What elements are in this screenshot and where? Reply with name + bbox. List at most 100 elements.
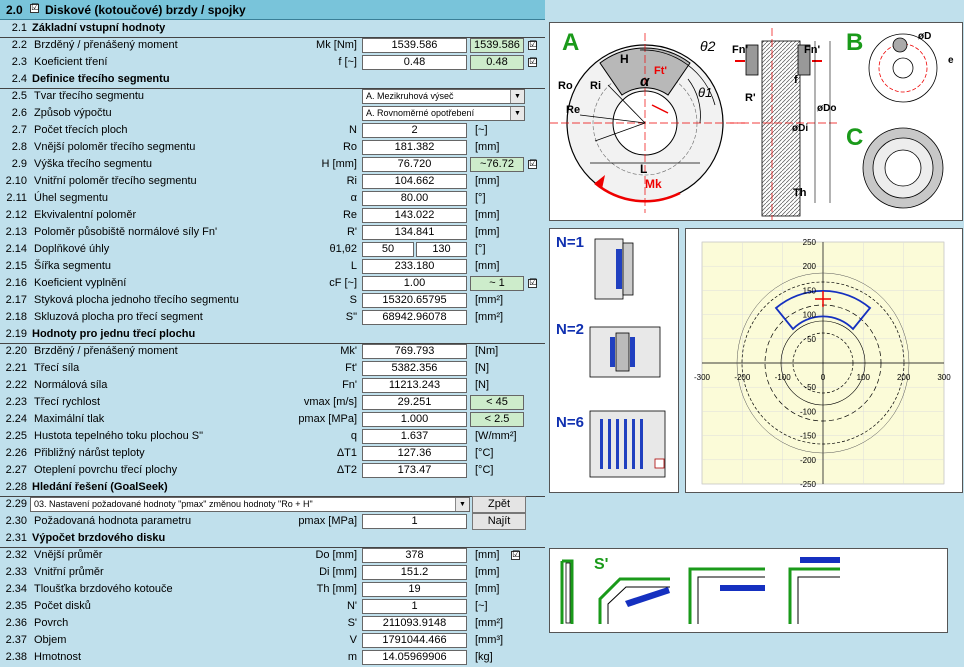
param-value-field[interactable]: 2 <box>362 123 467 138</box>
param-unit: [~] <box>475 600 488 612</box>
row-number: 2.19 <box>5 328 27 340</box>
param-value-field[interactable]: 181.382 <box>362 140 467 155</box>
param-limit-field[interactable]: < 45 <box>470 395 524 410</box>
param-symbol: Ri <box>346 175 357 187</box>
param-dropdown[interactable]: A. Rovnoměrné opotřebení▼ <box>362 106 525 121</box>
param-symbol: vmax [m/s] <box>303 396 357 408</box>
param-symbol: Th [mm] <box>316 583 357 595</box>
label-n2: N=2 <box>556 321 584 338</box>
param-value-field[interactable]: 104.662 <box>362 174 467 189</box>
label-Th: Th <box>793 187 807 199</box>
param-symbol: N' <box>346 600 357 612</box>
param-value-field[interactable]: 1 <box>362 514 467 529</box>
label-B: B <box>846 29 863 56</box>
param-value-field[interactable]: 173.47 <box>362 463 467 478</box>
label-H: H <box>620 52 629 66</box>
param-symbol: q <box>350 430 357 442</box>
param-value-field[interactable]: 769.793 <box>362 344 467 359</box>
row-number: 2.11 <box>6 192 27 204</box>
y-tick-label: -200 <box>800 456 817 465</box>
param-value-field[interactable]: 1791044.466 <box>362 633 467 648</box>
param-limit-field[interactable]: 1539.586 <box>470 38 524 53</box>
label-f: f <box>794 74 798 86</box>
section-title: Diskové (kotoučové) brzdy / spojky <box>45 3 246 17</box>
row-number: 2.9 <box>11 158 27 170</box>
param-value-field[interactable]: 11213.243 <box>362 378 467 393</box>
find-button[interactable]: Najít <box>472 513 526 530</box>
param-value-field[interactable]: 378 <box>362 548 467 563</box>
back-button[interactable]: Zpět <box>472 496 526 513</box>
goalseek-dropdown[interactable]: 03. Nastavení požadované hodnoty "pmax" … <box>30 497 470 512</box>
row-number: 2.30 <box>5 515 27 527</box>
row-checkbox[interactable]: ☑ <box>528 159 538 169</box>
param-unit: [mm] <box>475 583 500 595</box>
param-dropdown[interactable]: A. Mezikruhová výseč▼ <box>362 89 525 104</box>
param-value-field[interactable]: 15320.65795 <box>362 293 467 308</box>
row-checkbox[interactable]: ☑ <box>528 278 538 288</box>
param-limit-field[interactable]: 0.48 <box>470 55 524 70</box>
param-unit: [N] <box>475 379 490 391</box>
row-checkbox[interactable]: ☑ <box>511 550 521 560</box>
param-symbol: Do [mm] <box>315 549 357 561</box>
sliding-surface-diagram: S' <box>560 556 840 624</box>
row-number: 2.25 <box>5 430 27 442</box>
param-value-field[interactable]: 233.180 <box>362 259 467 274</box>
param-symbol: Ft' <box>345 362 357 374</box>
param-value-field[interactable]: 1.00 <box>362 276 467 291</box>
dropdown-arrow-icon[interactable]: ▼ <box>510 107 524 120</box>
param-value-field[interactable]: 0.48 <box>362 55 467 70</box>
param-value-field[interactable]: 1.637 <box>362 429 467 444</box>
dropdown-arrow-icon[interactable]: ▼ <box>510 90 524 103</box>
param-symbol: Ro <box>342 141 357 153</box>
param-value-field[interactable]: 143.022 <box>362 208 467 223</box>
param-label: Ekvivalentní poloměr <box>34 209 137 221</box>
param-value-field[interactable]: 1 <box>362 599 467 614</box>
row-number: 2.22 <box>5 379 27 391</box>
row-number: 2.7 <box>11 124 27 136</box>
param-symbol: Re <box>342 209 357 221</box>
param-unit: [W/mm²] <box>475 430 517 442</box>
x-tick-label: 200 <box>897 373 911 382</box>
param-symbol: ΔT2 <box>336 464 357 476</box>
param-value-field[interactable]: 1539.586 <box>362 38 467 53</box>
row-checkbox[interactable]: ☑ <box>528 40 538 50</box>
param-value-field[interactable]: 151.2 <box>362 565 467 580</box>
param-label: Hustota tepelného toku plochou S" <box>34 430 204 442</box>
param-value-field[interactable]: 76.720 <box>362 157 467 172</box>
param-limit-field[interactable]: ~ 1 <box>470 276 524 291</box>
param-value-field[interactable]: 134.841 <box>362 225 467 240</box>
param-value-field[interactable]: 5382.356 <box>362 361 467 376</box>
param-value-field[interactable]: 127.36 <box>362 446 467 461</box>
row-number: 2.29 <box>5 498 27 510</box>
param-limit-field[interactable]: ~76.72 <box>470 157 524 172</box>
param-value-field[interactable]: 1.000 <box>362 412 467 427</box>
param-label: Přibližný nárůst teploty <box>34 447 145 459</box>
dropdown-arrow-icon[interactable]: ▼ <box>455 498 469 511</box>
param-value-field[interactable]: 29.251 <box>362 395 467 410</box>
param-label: Brzděný / přenášený moment <box>34 345 178 357</box>
param-value-field[interactable]: 211093.9148 <box>362 616 467 631</box>
theta2-field[interactable]: 130 <box>416 242 467 257</box>
row-checkbox[interactable]: ☑ <box>528 57 538 67</box>
y-tick-label: 200 <box>803 262 817 271</box>
param-value-field[interactable]: 68942.96078 <box>362 310 467 325</box>
param-label: Vnitřní poloměr třecího segmentu <box>34 175 197 187</box>
section-checkbox[interactable]: ☑ <box>30 3 40 13</box>
param-symbol: N <box>349 124 357 136</box>
label-theta2: θ2 <box>700 38 716 54</box>
param-value-field[interactable]: 19 <box>362 582 467 597</box>
param-value-field[interactable]: 14.05969906 <box>362 650 467 665</box>
label-Do: øDo <box>817 103 836 114</box>
param-value-field[interactable]: 80.00 <box>362 191 467 206</box>
theta1-field[interactable]: 50 <box>362 242 414 257</box>
label-L: L <box>640 162 647 176</box>
param-limit-field[interactable]: < 2.5 <box>470 412 524 427</box>
